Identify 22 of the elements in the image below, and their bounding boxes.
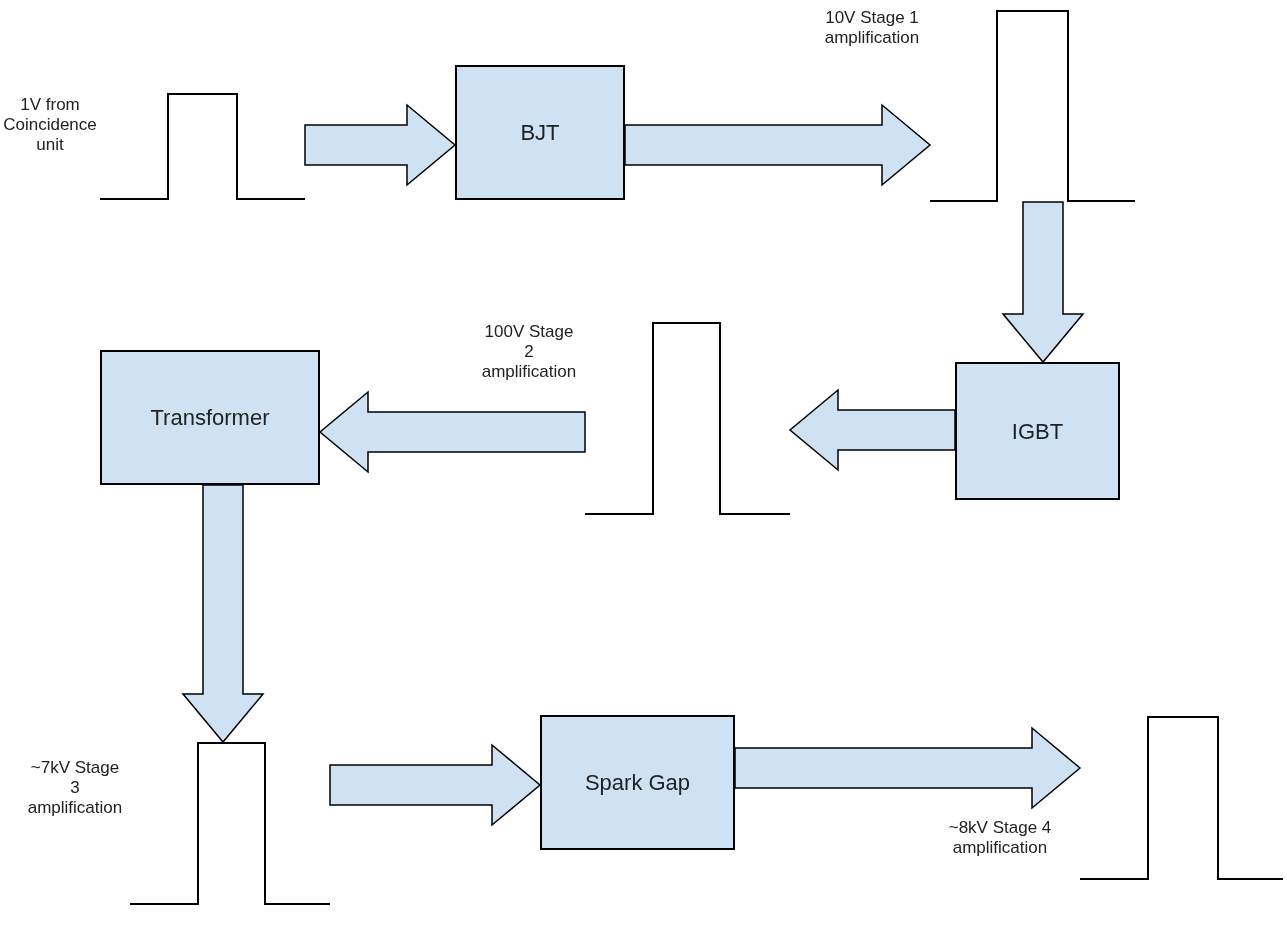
pulse-waveform	[585, 322, 790, 515]
block-arrow	[318, 390, 586, 474]
block-arrow	[304, 103, 457, 187]
signal-caption: ~8kV Stage 4 amplification	[947, 818, 1053, 858]
block-arrow	[181, 484, 265, 744]
block-arrow	[788, 388, 956, 472]
process-box: BJT	[455, 65, 625, 200]
pulse-waveform	[1080, 716, 1283, 880]
signal-caption: 1V from Coincidence unit	[2, 95, 98, 155]
block-arrow	[1001, 201, 1085, 364]
block-arrow	[329, 743, 542, 827]
signal-caption: ~7kV Stage 3 amplification	[26, 758, 124, 818]
block-arrow	[734, 726, 1082, 810]
pulse-waveform	[100, 93, 305, 200]
process-box: Spark Gap	[540, 715, 735, 850]
signal-caption: 100V Stage 2 amplification	[480, 322, 578, 382]
signal-caption: 10V Stage 1 amplification	[823, 8, 921, 48]
pulse-waveform	[930, 10, 1135, 202]
process-box: Transformer	[100, 350, 320, 485]
pulse-waveform	[130, 742, 330, 905]
process-box: IGBT	[955, 362, 1120, 500]
block-arrow	[624, 103, 932, 187]
